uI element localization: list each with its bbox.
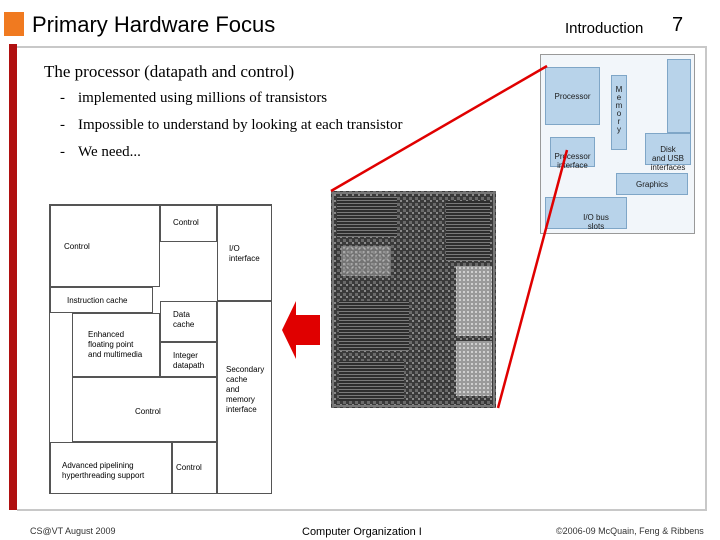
block-label: Instruction cache bbox=[67, 296, 128, 305]
bullet-item: -We need... bbox=[60, 144, 141, 160]
block-label: Control bbox=[173, 218, 199, 227]
bullet-item: -implemented using millions of transisto… bbox=[60, 90, 328, 106]
slide-title: Primary Hardware Focus bbox=[32, 12, 276, 37]
block-label: Enhanced floating point and multimedia bbox=[88, 330, 143, 359]
block-control-top: Control bbox=[160, 205, 217, 242]
block-label: Data cache bbox=[173, 310, 195, 329]
right-divider bbox=[705, 46, 707, 510]
pc-label: Disk and USB interfaces bbox=[650, 145, 686, 172]
block-label: Advanced pipelining hyperthreading suppo… bbox=[62, 461, 145, 480]
pc-label: Processor bbox=[554, 92, 591, 101]
block-enhanced-floating-point: Enhanced floating point and multimedia bbox=[72, 313, 160, 377]
connector-line-bottom bbox=[496, 149, 569, 409]
footer-title: Computer Organization I bbox=[302, 526, 422, 538]
block-label: Control bbox=[176, 463, 202, 472]
footer-copyright: ©2006-09 McQuain, Feng & Ribbens bbox=[556, 526, 704, 536]
bullet-text: We need... bbox=[78, 144, 141, 160]
pc-label: Graphics bbox=[635, 180, 668, 189]
block-io-interface: I/O interface bbox=[217, 205, 272, 301]
pc-block-io-bus: I/O bus slots bbox=[545, 197, 627, 231]
pc-block-processor: Processor bbox=[545, 67, 600, 125]
block-control-bottom: Control bbox=[172, 442, 217, 494]
bullet-text: Impossible to understand by looking at e… bbox=[78, 117, 403, 133]
pc-block-memory: M e m o r y bbox=[611, 75, 627, 150]
block-secondary-cache: Secondary cache and memory interface bbox=[217, 301, 272, 494]
block-label: Control bbox=[64, 242, 90, 251]
chip-die-photo bbox=[331, 191, 496, 408]
pc-board-diagram: Processor M e m o r y Processor interfac… bbox=[540, 54, 695, 234]
block-advanced-pipelining: Advanced pipelining hyperthreading suppo… bbox=[50, 442, 172, 494]
pc-block-graphics: Graphics bbox=[616, 173, 688, 195]
block-label: Control bbox=[135, 407, 161, 416]
bullet-item: -Impossible to understand by looking at … bbox=[60, 117, 403, 133]
bottom-divider bbox=[17, 509, 707, 511]
pc-block-processor-interface: Processor interface bbox=[550, 137, 595, 170]
section-label: Introduction bbox=[565, 20, 644, 37]
block-control-left: Control bbox=[50, 205, 160, 287]
pc-block-disk-usb: Disk and USB interfaces bbox=[645, 133, 691, 172]
title-accent-square bbox=[4, 12, 24, 36]
left-accent-bar bbox=[9, 44, 17, 510]
content-heading: The processor (datapath and control) bbox=[44, 62, 295, 81]
block-label: Integer datapath bbox=[173, 351, 205, 370]
left-arrow-icon bbox=[282, 301, 320, 359]
block-data-cache: Data cache bbox=[160, 301, 217, 342]
block-integer-datapath: Integer datapath bbox=[160, 342, 217, 377]
pc-label: M e m o r y bbox=[615, 85, 623, 134]
footer-course: CS@VT August 2009 bbox=[30, 526, 116, 536]
top-divider bbox=[17, 46, 707, 48]
block-control-mid: Control bbox=[72, 377, 217, 442]
connector-line-top bbox=[330, 64, 548, 193]
processor-floorplan-diagram: Control Control I/O interface Instructio… bbox=[49, 204, 272, 494]
pc-label: Processor interface bbox=[554, 152, 591, 170]
block-label: Secondary cache and memory interface bbox=[226, 365, 265, 414]
block-instruction-cache: Instruction cache bbox=[50, 287, 153, 313]
pc-block-slot bbox=[667, 59, 691, 133]
pc-label: I/O bus slots bbox=[583, 213, 609, 231]
bullet-text: implemented using millions of transistor… bbox=[78, 90, 328, 106]
slide-number: 7 bbox=[672, 14, 684, 36]
block-label: I/O interface bbox=[229, 244, 260, 263]
